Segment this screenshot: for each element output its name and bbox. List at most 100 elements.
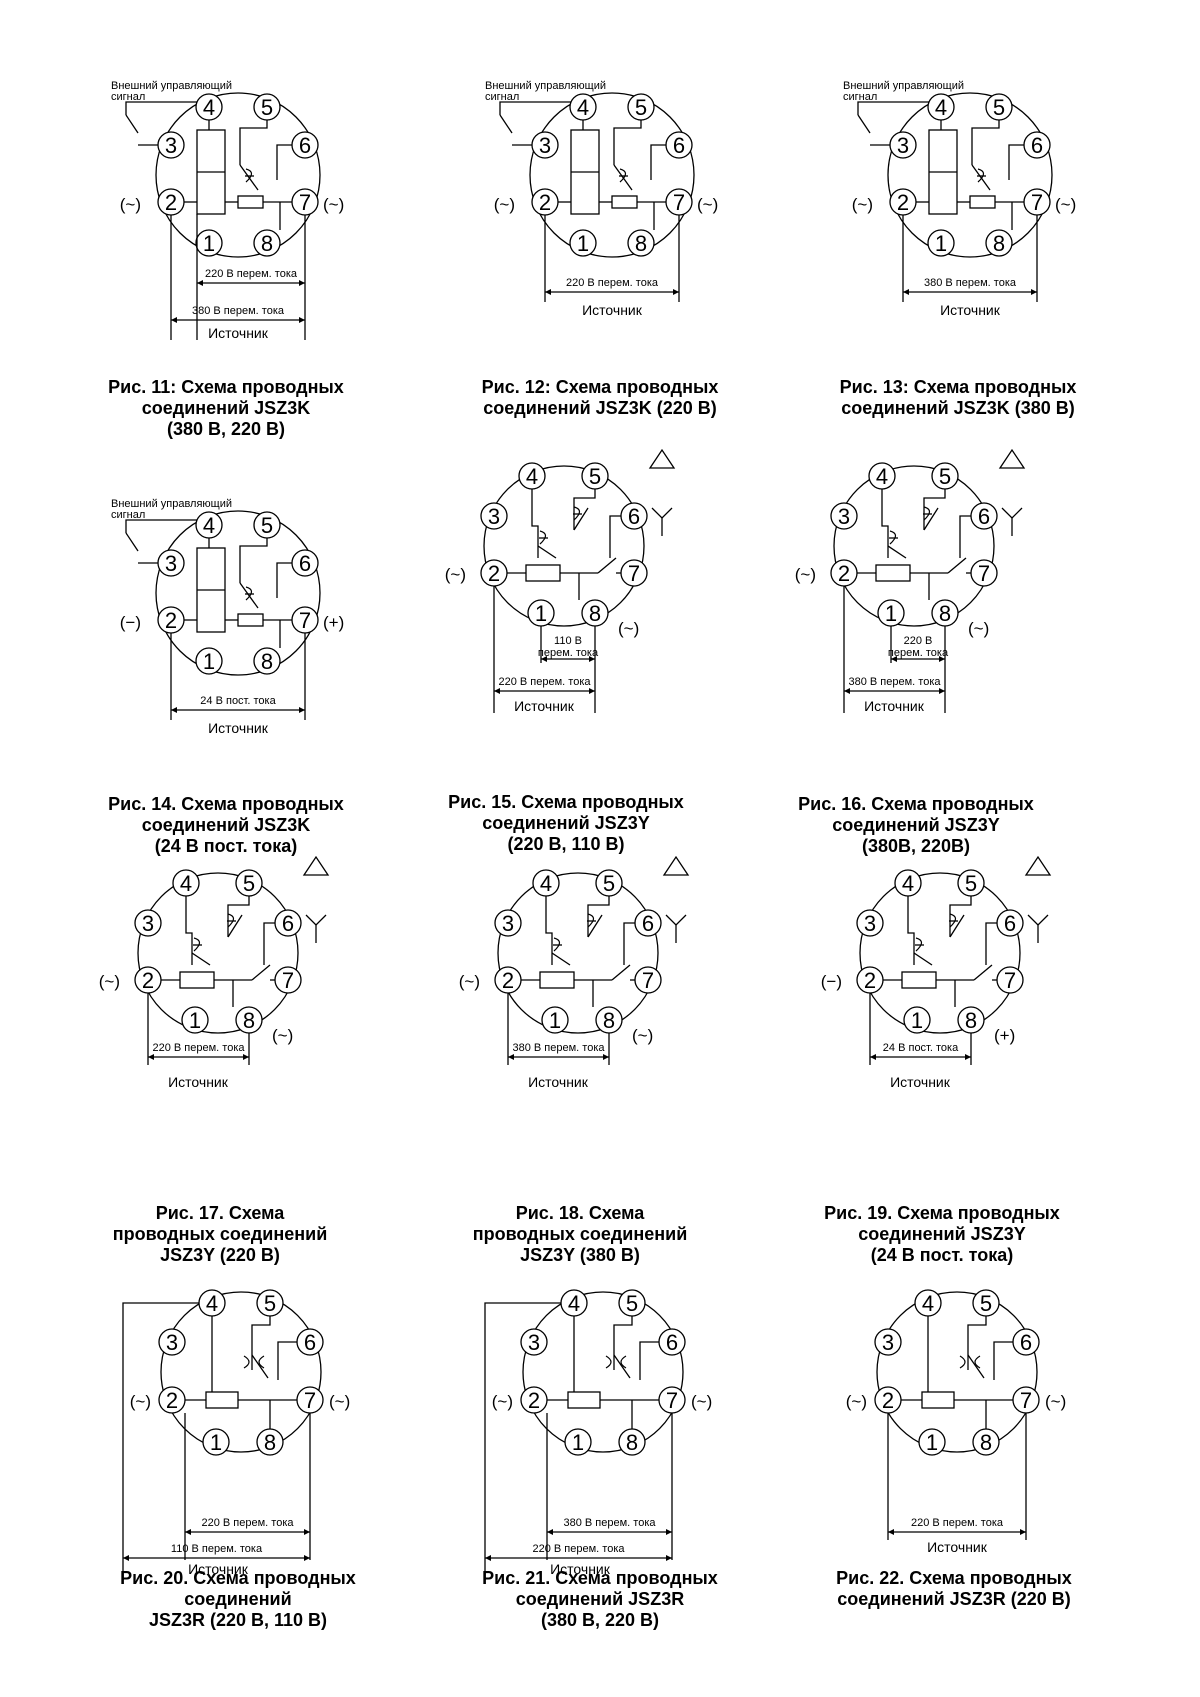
dimension-arrow <box>891 656 897 662</box>
source-label: Источник <box>168 1074 229 1090</box>
pin-2-terminal <box>520 1386 548 1414</box>
polarity-left: (~) <box>492 1392 513 1411</box>
dimension-arrow <box>666 1529 672 1535</box>
pin-1-label: 1 <box>210 1430 222 1455</box>
pin-3-terminal <box>520 1328 548 1356</box>
contact-wire <box>613 120 642 165</box>
relay-contact <box>971 164 991 191</box>
pin-4-terminal <box>198 1289 226 1317</box>
polarity-left: (~) <box>846 1392 867 1411</box>
relay-contact <box>239 582 259 609</box>
pin-6-terminal <box>665 131 693 159</box>
relay-base-outline <box>497 872 659 1034</box>
polarity-left: (~) <box>120 195 141 214</box>
polarity-left: (−) <box>821 972 842 991</box>
pin-1-terminal <box>202 1428 230 1456</box>
pin-3-terminal <box>157 131 185 159</box>
external-signal-label: сигнал <box>843 91 877 103</box>
wire-pin4 <box>484 1302 561 1580</box>
pin-8-terminal <box>256 1428 284 1456</box>
dimension-arrow <box>589 656 595 662</box>
pin-5-terminal <box>957 869 985 897</box>
external-signal-label: Внешний управляющий <box>843 80 964 92</box>
pin-7-terminal <box>634 966 662 994</box>
relay-contact <box>239 164 259 191</box>
dimension-arrow <box>171 707 177 713</box>
pin-4-terminal <box>927 93 955 121</box>
pin-3-label: 3 <box>838 504 850 529</box>
pin-3-terminal <box>531 131 559 159</box>
polarity-pin8: (+) <box>994 1026 1015 1045</box>
pin-1-terminal <box>195 647 223 675</box>
pin-6-terminal <box>291 549 319 577</box>
contact-wire <box>276 562 292 598</box>
pin-8-label: 8 <box>626 1430 638 1455</box>
pin-4-terminal <box>894 869 922 897</box>
pin-1-terminal <box>927 229 955 257</box>
dimension-arrow <box>148 1054 154 1060</box>
delta-symbol <box>662 855 690 876</box>
pin-5-terminal <box>256 1289 284 1317</box>
pin-1-label: 1 <box>535 601 547 626</box>
dimension-arrow <box>666 1555 672 1561</box>
pin-3-label: 3 <box>488 504 500 529</box>
external-signal-label: Внешний управляющий <box>111 80 232 92</box>
pin-4-terminal <box>195 511 223 539</box>
pin-1-terminal <box>569 229 597 257</box>
polarity-right: (+) <box>323 613 344 632</box>
pin-3-terminal <box>874 1328 902 1356</box>
dimension-arrow <box>508 1054 514 1060</box>
relay-contact <box>947 557 967 574</box>
source-label: Источник <box>528 1074 589 1090</box>
delay-mark <box>193 937 201 952</box>
pin-4-label: 4 <box>203 95 215 120</box>
relay-coil <box>921 1391 955 1409</box>
pin-7-terminal <box>996 966 1024 994</box>
pin-5-terminal <box>972 1289 1000 1317</box>
pin-4-terminal <box>569 93 597 121</box>
pin-4-terminal <box>560 1289 588 1317</box>
relay-contact <box>573 507 589 531</box>
pin-4-label: 4 <box>902 871 914 896</box>
pin-3-label: 3 <box>528 1330 540 1355</box>
pin-4-label: 4 <box>876 464 888 489</box>
relay-contact <box>597 557 617 574</box>
dimension-arrow <box>888 1529 894 1535</box>
pin-1-label: 1 <box>203 649 215 674</box>
contact-wire <box>239 120 268 165</box>
source-label: Источник <box>188 1561 249 1577</box>
dimension-arrow <box>603 1054 609 1060</box>
star-symbol <box>1001 507 1023 519</box>
delay-mark <box>245 168 253 183</box>
dimension-arrow <box>545 289 551 295</box>
contact-wire <box>263 922 275 965</box>
contact-wire <box>185 896 193 965</box>
pin-5-label: 5 <box>993 95 1005 120</box>
dimension-arrow <box>171 317 177 323</box>
contact-wire <box>545 896 553 965</box>
relay-coil <box>875 564 911 582</box>
polarity-left: (~) <box>130 1392 151 1411</box>
voltage-label: 380 В перем. тока <box>849 676 942 688</box>
pin-3-label: 3 <box>864 911 876 936</box>
contact-wire <box>277 1341 297 1380</box>
dimension-arrow <box>939 688 945 694</box>
voltage-label: 380 В перем. тока <box>513 1042 606 1054</box>
polarity-right: (~) <box>691 1392 712 1411</box>
relay-contact <box>251 964 271 981</box>
contact-wire <box>971 120 1000 165</box>
relay-contact <box>611 964 631 981</box>
relay-base-outline <box>859 872 1021 1034</box>
relay-contact <box>551 952 571 966</box>
voltage-label: перем. тока <box>888 647 949 659</box>
pin-4-label: 4 <box>206 1291 218 1316</box>
delay-mark <box>923 506 931 521</box>
pin-8-terminal <box>253 647 281 675</box>
